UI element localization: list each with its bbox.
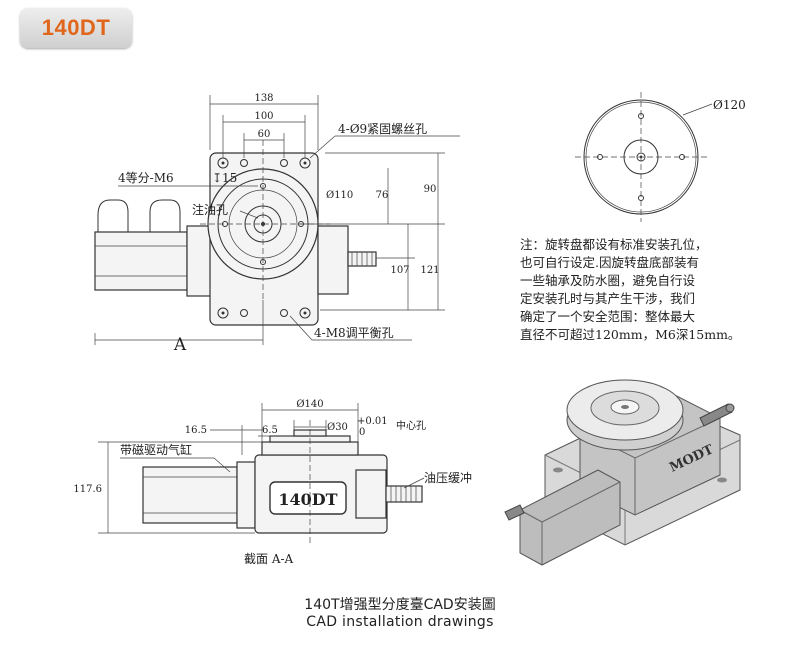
note-line: 也可自行设定.因旋转盘底部装有 bbox=[520, 255, 699, 270]
label-holes-level: 4-M8调平衡孔 bbox=[314, 326, 394, 340]
label-holes-fix: 4-Ø9紧固螺丝孔 bbox=[338, 122, 427, 136]
product-isometric-image: MODT bbox=[504, 379, 741, 566]
dim-90: 90 bbox=[424, 184, 437, 195]
dim-tol-zero: 0 bbox=[359, 427, 365, 438]
top-view-vertical-dims: 90 76 107 121 Ø110 bbox=[300, 152, 445, 311]
section-body-mark: 140DT bbox=[278, 490, 337, 509]
label-depth-symbol: ↧ bbox=[212, 171, 222, 185]
label-center-hole: 中心孔 bbox=[396, 419, 426, 432]
section-view: 140DT Ø140 Ø30 +0.01 0 中 bbox=[73, 399, 472, 566]
section-view-labels: 带磁驱动气缸 油压缓冲 截面 A-A bbox=[120, 442, 472, 566]
label-thread-m6: 4等分-M6 bbox=[118, 171, 174, 185]
section-buffer-screw bbox=[385, 485, 423, 503]
section-view-dims: Ø140 Ø30 +0.01 0 中心孔 16.5 6.5 117.6 bbox=[73, 399, 426, 534]
dim-117-6: 117.6 bbox=[73, 484, 102, 495]
caption-english: CAD installation drawings bbox=[306, 614, 494, 630]
model-badge: 140DT bbox=[20, 8, 132, 48]
top-view: 138 100 60 A 90 76 107 bbox=[94, 93, 460, 355]
installation-note: 注：旋转盘都设有标准安装孔位， 也可自行设定.因旋转盘底部装有 一些轴承及防水圈… bbox=[520, 236, 782, 344]
dim-letter-a: A bbox=[173, 335, 187, 355]
label-magnetic-cylinder: 带磁驱动气缸 bbox=[120, 442, 192, 457]
top-view-cylinder bbox=[94, 199, 212, 297]
note-line: 确定了一个安全范围：整体最大 bbox=[520, 309, 696, 324]
dim-tol-plus: +0.01 bbox=[357, 416, 388, 427]
top-view-adjust-screw bbox=[347, 251, 377, 267]
dim-dia30: Ø30 bbox=[327, 422, 348, 433]
dim-76: 76 bbox=[376, 190, 389, 201]
dim-6-5: 6.5 bbox=[262, 425, 278, 436]
note-line: 一些轴承及防水圈，避免自行设 bbox=[520, 273, 696, 288]
top-view-horizontal-dims: 138 100 60 A bbox=[94, 93, 319, 355]
top-view-labels: 4-Ø9紧固螺丝孔 4等分-M6 ↧ 15 注油孔 4-M8调平衡孔 bbox=[118, 122, 460, 341]
dim-60: 60 bbox=[258, 129, 271, 140]
dim-138: 138 bbox=[254, 93, 273, 104]
note-line: 注：旋转盘都设有标准安装孔位， bbox=[520, 237, 708, 252]
model-badge-label: 140DT bbox=[41, 15, 111, 40]
caption-chinese: 140T增强型分度臺CAD安装圖 bbox=[304, 597, 496, 613]
label-hydraulic-buffer: 油压缓冲 bbox=[424, 470, 472, 485]
dim-dia140: Ø140 bbox=[296, 399, 323, 410]
dim-dia120: Ø120 bbox=[713, 98, 746, 112]
top-view-right-block bbox=[317, 225, 349, 295]
dim-100: 100 bbox=[254, 111, 273, 122]
note-line: 定安装孔时与其产生干涉，我们 bbox=[520, 291, 696, 306]
top-view-corner-holes bbox=[217, 157, 311, 319]
dim-107: 107 bbox=[390, 265, 409, 276]
dim-dia110: Ø110 bbox=[326, 190, 353, 201]
label-oil-inlet: 注油孔 bbox=[192, 202, 228, 217]
section-cylinder bbox=[142, 466, 238, 524]
label-depth-15: 15 bbox=[222, 171, 237, 185]
dim-16-5: 16.5 bbox=[185, 425, 207, 436]
disk-view: Ø120 bbox=[575, 92, 746, 222]
note-line: 直径不可超过120mm，M6深15mm。 bbox=[520, 327, 741, 342]
dim-121: 121 bbox=[420, 265, 439, 276]
label-section-aa: 截面 A-A bbox=[244, 552, 294, 566]
